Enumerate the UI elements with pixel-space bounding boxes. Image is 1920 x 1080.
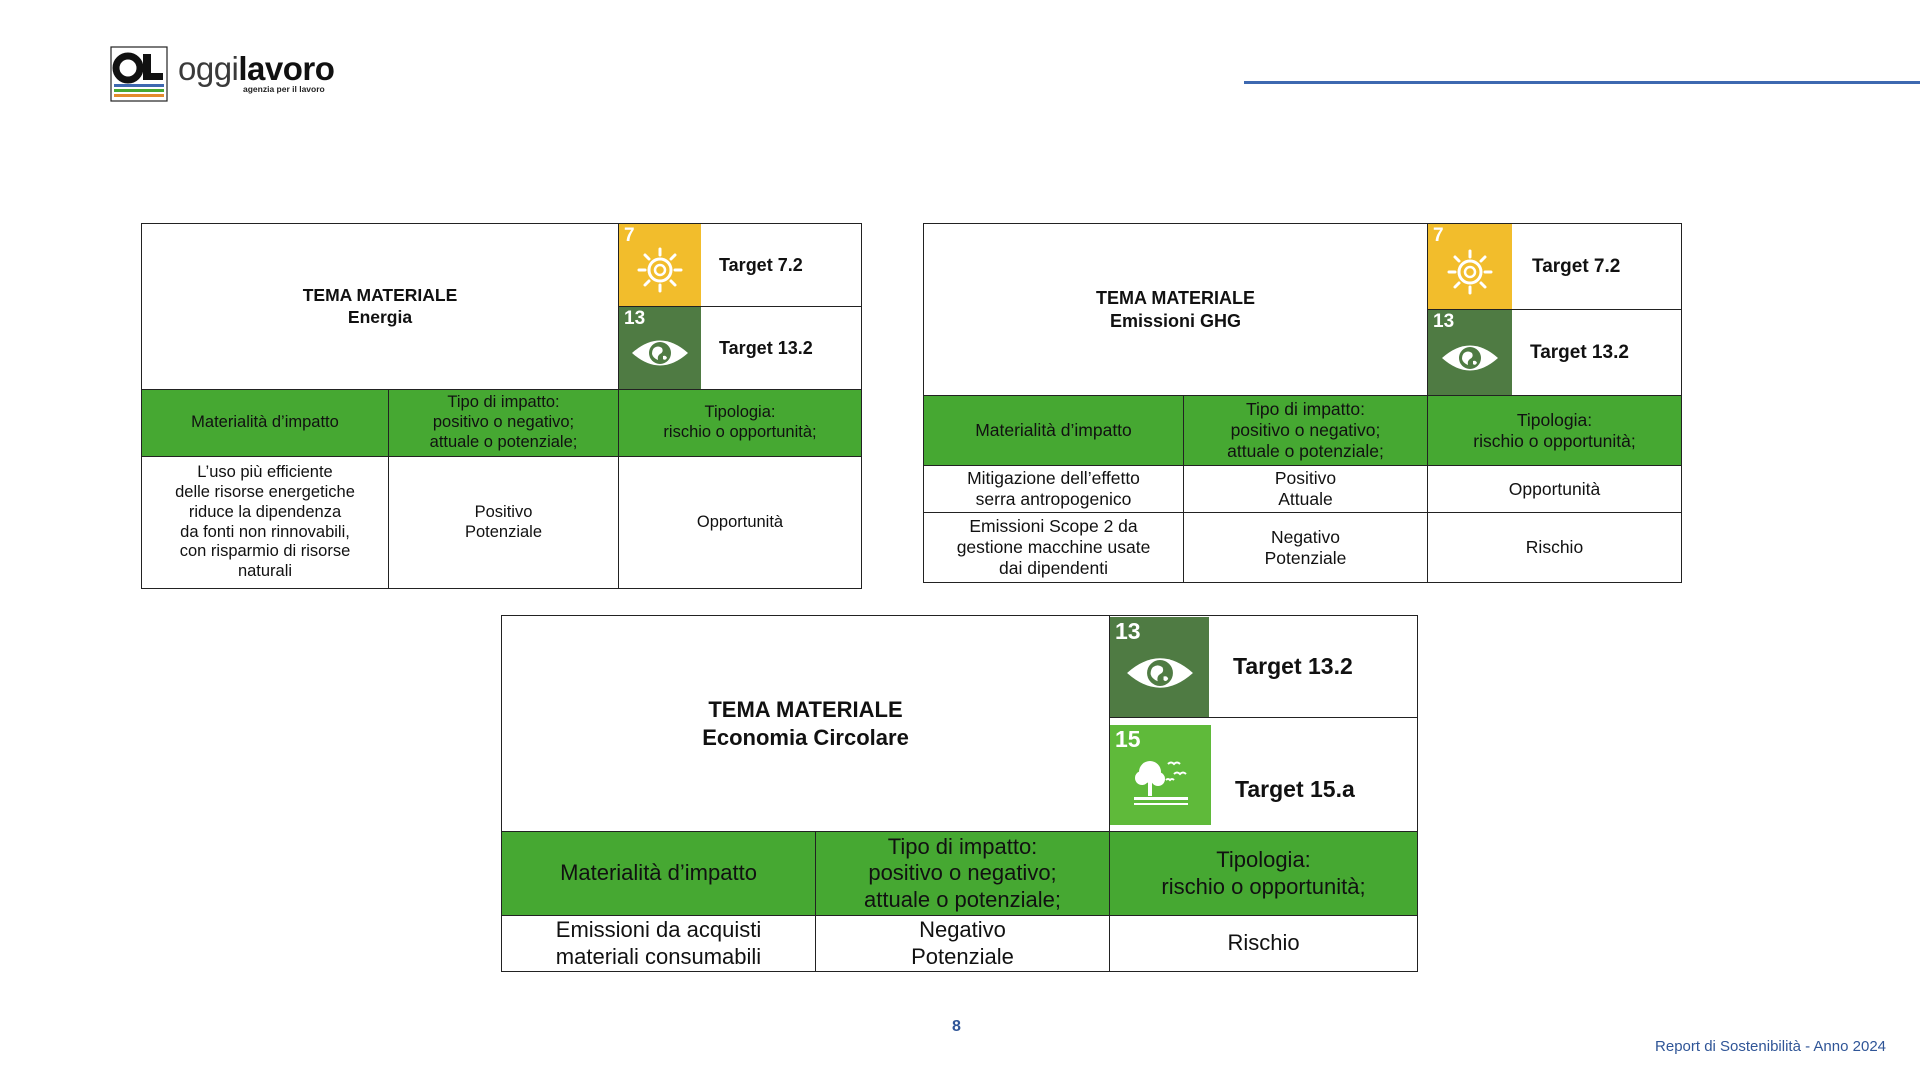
sdg15-badge: 15 bbox=[1110, 724, 1212, 825]
page-number: 8 bbox=[952, 1018, 961, 1035]
sdg-target-15: 15 Target 15.a bbox=[1109, 717, 1419, 832]
sdg-target-7: 7 Target 7.2 bbox=[1427, 223, 1682, 310]
table-cell-tipologia: Rischio bbox=[1109, 915, 1419, 972]
header-tipo-impatto: Tipo di impatto:positivo o negativo;attu… bbox=[387, 389, 620, 457]
sdg13-badge: 13 bbox=[1110, 616, 1210, 717]
header-tipologia: Tipologia:rischio o opportunità; bbox=[1109, 831, 1419, 916]
oggilavoro-logo: oggilavoro agenzia per il lavoro bbox=[110, 46, 340, 104]
header-materialita: Materialità d’impatto bbox=[923, 395, 1184, 466]
sdg-target-13: 13 Target 13.2 bbox=[618, 306, 863, 390]
eye-globe-icon bbox=[1126, 657, 1193, 688]
sdg13-badge: 13 bbox=[1428, 310, 1512, 395]
logo-wordmark: oggilavoro bbox=[178, 50, 335, 87]
sdg7-badge: 7 bbox=[619, 224, 702, 306]
header-tipologia: Tipologia:rischio o opportunità; bbox=[1427, 395, 1682, 466]
eye-globe-icon bbox=[632, 340, 689, 366]
sdg-target-13: 13 Target 13.2 bbox=[1109, 615, 1419, 718]
header-materialita: Materialità d’impatto bbox=[501, 831, 816, 916]
table-cell-tipologia: Opportunità bbox=[618, 456, 863, 589]
header-divider bbox=[1244, 81, 1920, 84]
logo-tagline: agenzia per il lavoro bbox=[243, 84, 325, 94]
sdg13-badge: 13 bbox=[619, 307, 702, 389]
sun-icon bbox=[1447, 249, 1493, 295]
sdg-target-13: 13 Target 13.2 bbox=[1427, 309, 1682, 396]
header-tipologia: Tipologia:rischio o opportunità; bbox=[618, 389, 863, 457]
sdg-target-7: 7 Target 7.2 bbox=[618, 223, 863, 307]
header-tipo-impatto: Tipo di impatto:positivo o negativo;attu… bbox=[1183, 395, 1428, 466]
footer-report-title: Report di Sostenibilità - Anno 2024 bbox=[1655, 1038, 1886, 1055]
ol-logo-mark-icon bbox=[110, 46, 168, 102]
sdg7-badge: 7 bbox=[1428, 224, 1512, 309]
tree-birds-icon bbox=[1133, 760, 1188, 805]
eye-globe-icon bbox=[1442, 345, 1498, 371]
header-materialita: Materialità d’impatto bbox=[141, 389, 389, 457]
table-cell-tipologia: Rischio bbox=[1427, 512, 1682, 583]
sun-icon bbox=[637, 247, 683, 293]
table-cell-tipologia: Opportunità bbox=[1427, 465, 1682, 513]
header-tipo-impatto: Tipo di impatto:positivo o negativo;attu… bbox=[814, 831, 1111, 916]
